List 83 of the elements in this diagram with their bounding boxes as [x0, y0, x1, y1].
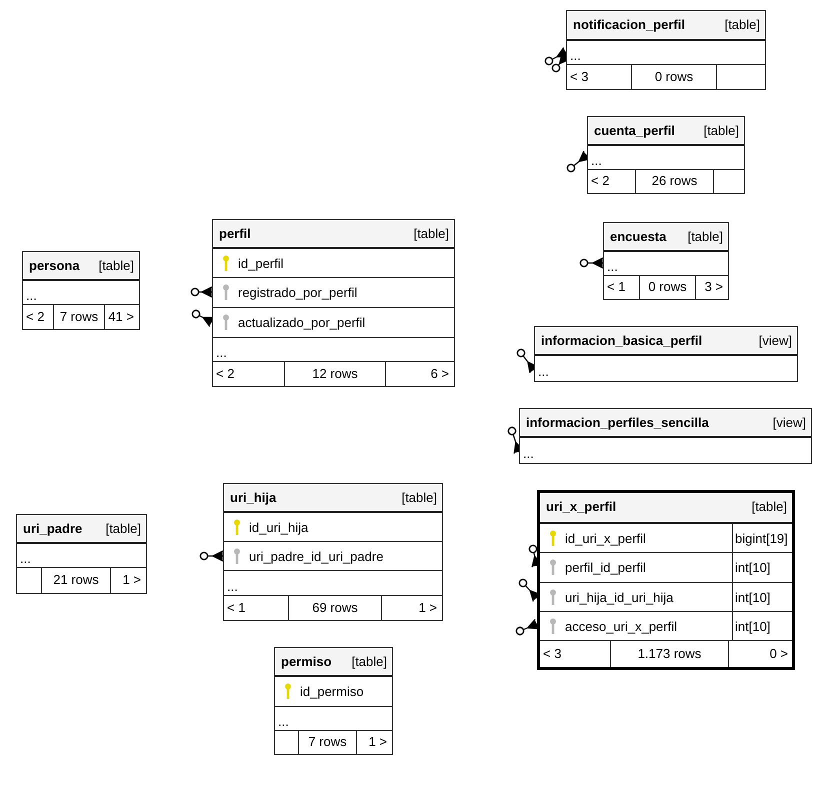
column-name: registrado_por_perfil: [238, 285, 358, 301]
table-type-label: [table]: [98, 258, 134, 274]
parent-count-label: < 3: [570, 68, 588, 84]
table-name: uri_hija: [230, 490, 276, 506]
column-name: acceso_uri_x_perfil: [565, 618, 678, 634]
table-box: [274, 647, 393, 755]
table-box: [212, 219, 455, 387]
table-box: [603, 222, 729, 300]
ellipsis-text: ...: [20, 551, 31, 567]
ellipsis-text: ...: [538, 364, 549, 380]
child-count-label: 3 >: [704, 279, 723, 295]
relationship-connector: [190, 286, 213, 298]
child-count-label: 0 >: [770, 646, 788, 662]
row-count-label: 7 rows: [58, 308, 100, 324]
table-name: informacion_basica_perfil: [541, 333, 702, 349]
column-name: actualizado_por_perfil: [238, 315, 366, 331]
table-box: [223, 483, 443, 621]
column-name: uri_hija_id_uri_hija: [565, 590, 674, 606]
data-type: int[10]: [735, 618, 770, 634]
table-type-label: [table]: [704, 123, 739, 139]
table-type-label: [table]: [688, 229, 723, 245]
ellipsis-text: ...: [591, 153, 602, 169]
table-type-label: [table]: [414, 226, 449, 242]
table-type-label: [table]: [752, 499, 787, 515]
table-type-label: [table]: [724, 17, 760, 33]
table-type-label: [view]: [772, 415, 806, 431]
data-type: int[10]: [735, 590, 770, 606]
parent-count-label: < 2: [26, 308, 44, 324]
child-count-label: 6 >: [430, 366, 449, 382]
column-name: uri_padre_id_uri_padre: [249, 548, 384, 564]
table-box: [566, 10, 766, 90]
table-box: [22, 251, 140, 330]
row-count-label: 26 rows: [650, 173, 698, 189]
table-type-label: [table]: [352, 654, 387, 670]
ellipsis-text: ...: [607, 259, 618, 275]
row-count-label: 21 rows: [52, 572, 100, 588]
row-count-label: 69 rows: [311, 600, 359, 616]
column-name: perfil_id_perfil: [565, 560, 646, 576]
ellipsis-text: ...: [278, 714, 289, 730]
child-count-label: 41 >: [108, 308, 134, 324]
column-name: id_uri_x_perfil: [565, 530, 646, 546]
data-type: bigint[19]: [735, 530, 788, 546]
table-name: persona: [29, 258, 80, 274]
table-box: [534, 326, 798, 382]
table-name: notificacion_perfil: [573, 17, 685, 33]
ellipsis-text: ...: [227, 579, 238, 595]
ellipsis-text: ...: [570, 48, 581, 64]
table-box: [16, 514, 147, 594]
child-count-label: 1 >: [122, 572, 141, 588]
ellipsis-text: ...: [523, 446, 534, 462]
row-count-label: 0 rows: [647, 279, 688, 295]
row-count-label: 7 rows: [307, 734, 348, 750]
parent-count-label: < 1: [607, 279, 626, 295]
table-type-label: [table]: [106, 521, 141, 537]
table-type-label: [view]: [758, 333, 792, 349]
table-name: informacion_perfiles_sencilla: [526, 415, 709, 431]
parent-count-label: < 2: [216, 366, 234, 382]
table-name: uri_x_perfil: [546, 499, 616, 515]
ellipsis-text: ...: [216, 345, 227, 361]
table-name: uri_padre: [23, 521, 82, 537]
column-name: id_permiso: [300, 684, 364, 700]
data-type: int[10]: [735, 560, 770, 576]
table-box: [537, 490, 795, 670]
parent-count-label: < 1: [227, 600, 246, 616]
ellipsis-text: ...: [26, 288, 37, 304]
row-count-label: 0 rows: [654, 68, 694, 84]
row-count-label: 1.173 rows: [636, 646, 702, 662]
child-count-label: 1 >: [418, 600, 437, 616]
child-count-label: 1 >: [368, 734, 387, 750]
relationship-connector: [580, 257, 604, 269]
table-name: permiso: [281, 654, 332, 670]
table-box: [519, 408, 812, 464]
parent-count-label: < 3: [543, 646, 562, 662]
row-count-label: 12 rows: [311, 366, 359, 382]
column-name: id_uri_hija: [249, 520, 308, 536]
table-name: encuesta: [610, 229, 666, 245]
column-name: id_perfil: [238, 256, 284, 272]
parent-count-label: < 2: [591, 173, 610, 189]
table-name: cuenta_perfil: [594, 123, 675, 139]
table-box: [587, 116, 745, 194]
relationship-connector: [200, 550, 224, 562]
table-name: perfil: [219, 226, 251, 242]
table-type-label: [table]: [402, 490, 437, 506]
